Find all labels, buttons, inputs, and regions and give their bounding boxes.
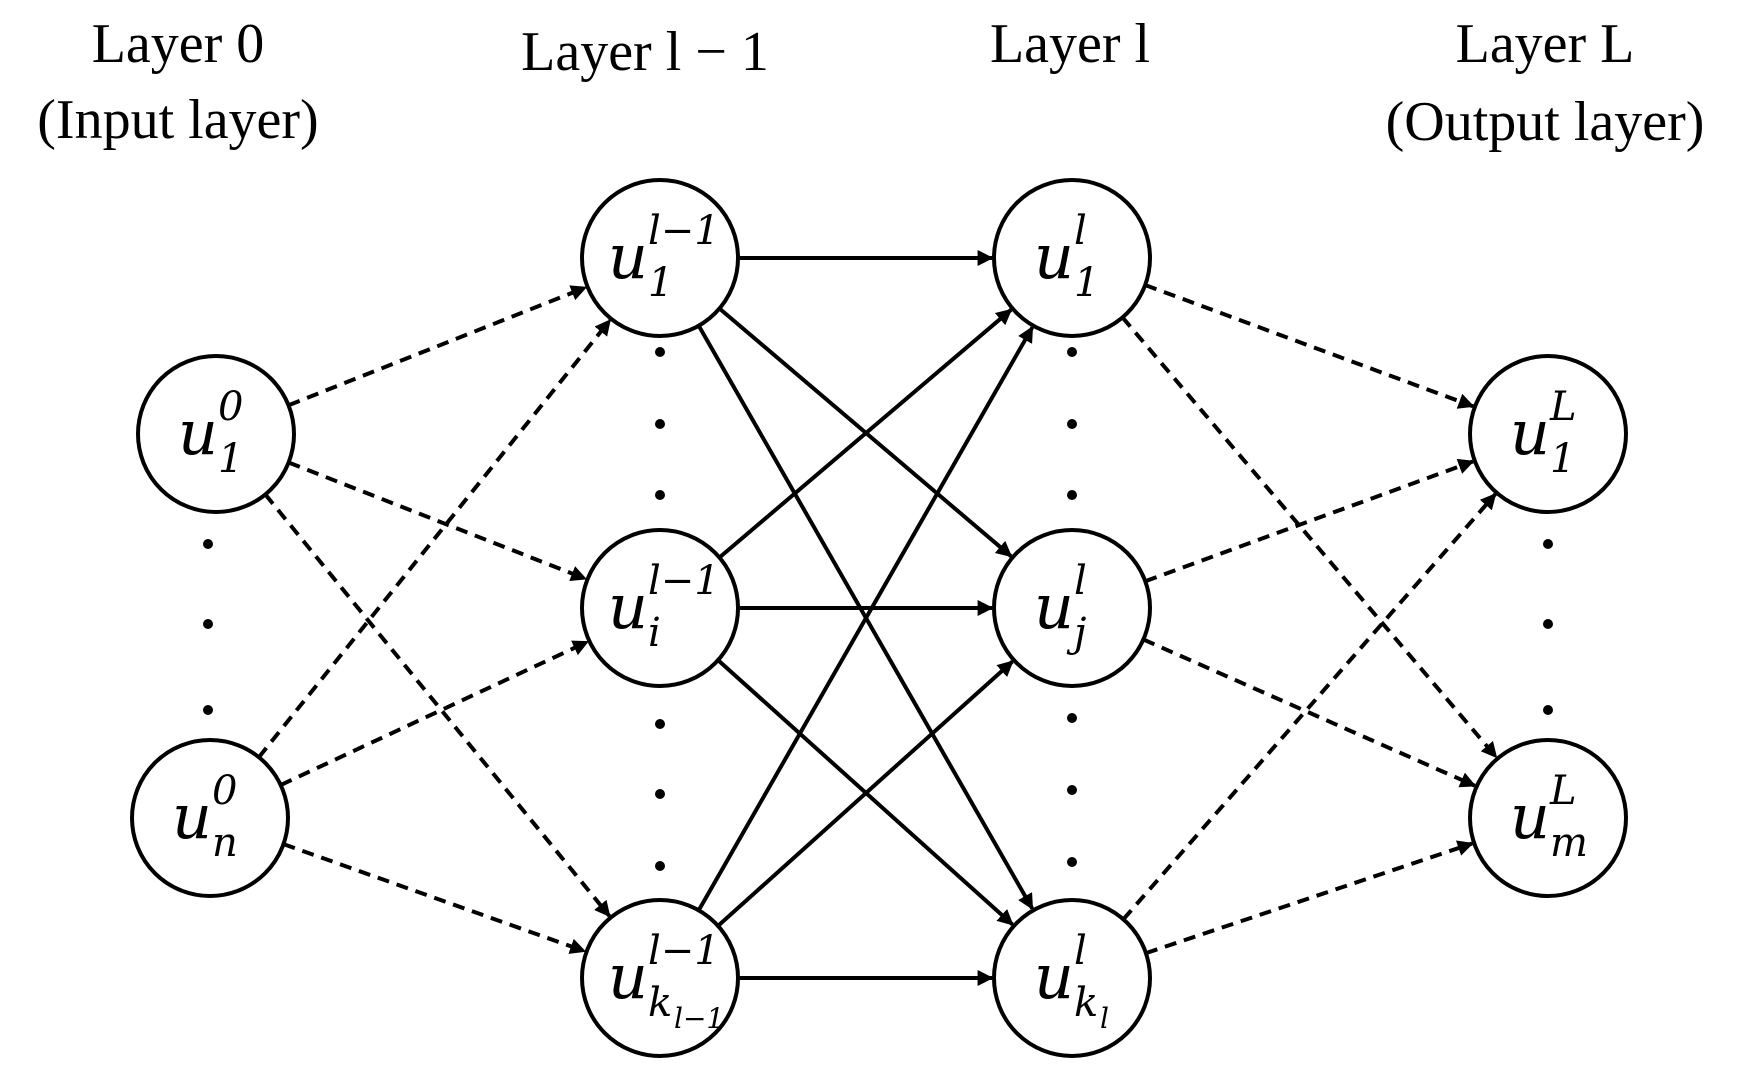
node-superscript: L: [1549, 384, 1577, 430]
node-superscript: l−1: [648, 928, 720, 974]
node-label: u: [608, 940, 648, 1013]
ellipsis-input: [203, 539, 213, 715]
node-subscript: 1: [1550, 436, 1575, 482]
layer-L-title: Layer L: [1456, 13, 1635, 75]
ellipsis-cur-lower: [1067, 713, 1077, 867]
node-circle: [992, 528, 1152, 688]
node-superscript: l: [1074, 928, 1087, 974]
edge-pk-to-cj: [716, 659, 1014, 928]
ellipsis-cur-upper: [1067, 347, 1077, 500]
node-superscript: 0: [212, 768, 237, 814]
edge-inN-to-pk: [282, 842, 587, 954]
node-circle: [580, 528, 740, 688]
edge-c1-to-om: [1120, 316, 1498, 759]
node-sub-subscript: l: [1100, 1002, 1109, 1035]
node-circle: [136, 354, 296, 514]
node-subscript: m: [1550, 820, 1588, 866]
node-superscript: l−1: [648, 558, 720, 604]
edge-inN-to-pi: [279, 640, 589, 787]
node-subscript: 1: [1074, 260, 1099, 306]
edge-ck-to-om: [1145, 840, 1474, 956]
edge-pk-to-c1: [697, 326, 1035, 912]
node-circle: [580, 178, 740, 338]
node-superscript: L: [1549, 768, 1577, 814]
edge-in1-to-pk: [263, 493, 611, 918]
node-label: u: [608, 570, 648, 643]
node-subscript: n: [212, 820, 238, 866]
node-superscript: l: [1074, 208, 1087, 254]
node-label: u: [1510, 780, 1550, 853]
node-label: u: [178, 396, 218, 469]
node-circle: [992, 898, 1152, 1058]
ellipsis-prev-lower: [655, 719, 665, 871]
node-superscript: l: [1074, 558, 1087, 604]
edge-inN-to-p1: [257, 319, 612, 759]
layer-L-subtitle: (Output layer): [1386, 91, 1705, 153]
edge-ck-to-o1: [1121, 492, 1497, 921]
node-sub-subscript: l−1: [674, 1002, 724, 1035]
node-label: u: [1034, 940, 1074, 1013]
layer-0-subtitle: (Input layer): [37, 89, 318, 151]
node-subscript: 1: [218, 436, 243, 482]
node-label: u: [1034, 220, 1074, 293]
edges: [257, 250, 1498, 986]
node-superscript: 0: [218, 384, 243, 430]
edge-in1-to-pi: [287, 460, 588, 582]
ellipsis-prev-upper: [655, 347, 665, 500]
node-superscript: l−1: [648, 208, 720, 254]
node-circle: [992, 178, 1152, 338]
edge-cj-to-o1: [1144, 458, 1475, 584]
edge-pi-to-c1: [718, 308, 1013, 560]
node-label: u: [1510, 396, 1550, 469]
layer-0-title: Layer 0: [92, 13, 265, 75]
node-label: u: [1034, 570, 1074, 643]
node-label: u: [172, 780, 212, 853]
edge-cj-to-om: [1142, 637, 1477, 788]
node-circle: [130, 738, 290, 898]
node-subscript: k: [1074, 980, 1098, 1026]
node-circle: [1468, 354, 1628, 514]
edge-c1-to-o1: [1144, 283, 1475, 409]
ellipsis-output: [1543, 539, 1553, 715]
node-subscript: i: [648, 610, 661, 656]
node-circle: [580, 898, 740, 1058]
edge-in1-to-p1: [287, 285, 588, 408]
node-circle: [1468, 738, 1628, 898]
node-subscript: 1: [648, 260, 673, 306]
layer-l-minus-1-title: Layer l − 1: [521, 21, 769, 83]
node-subscript: k: [648, 980, 672, 1026]
node-label: u: [608, 220, 648, 293]
layer-l-title: Layer l: [990, 13, 1150, 75]
